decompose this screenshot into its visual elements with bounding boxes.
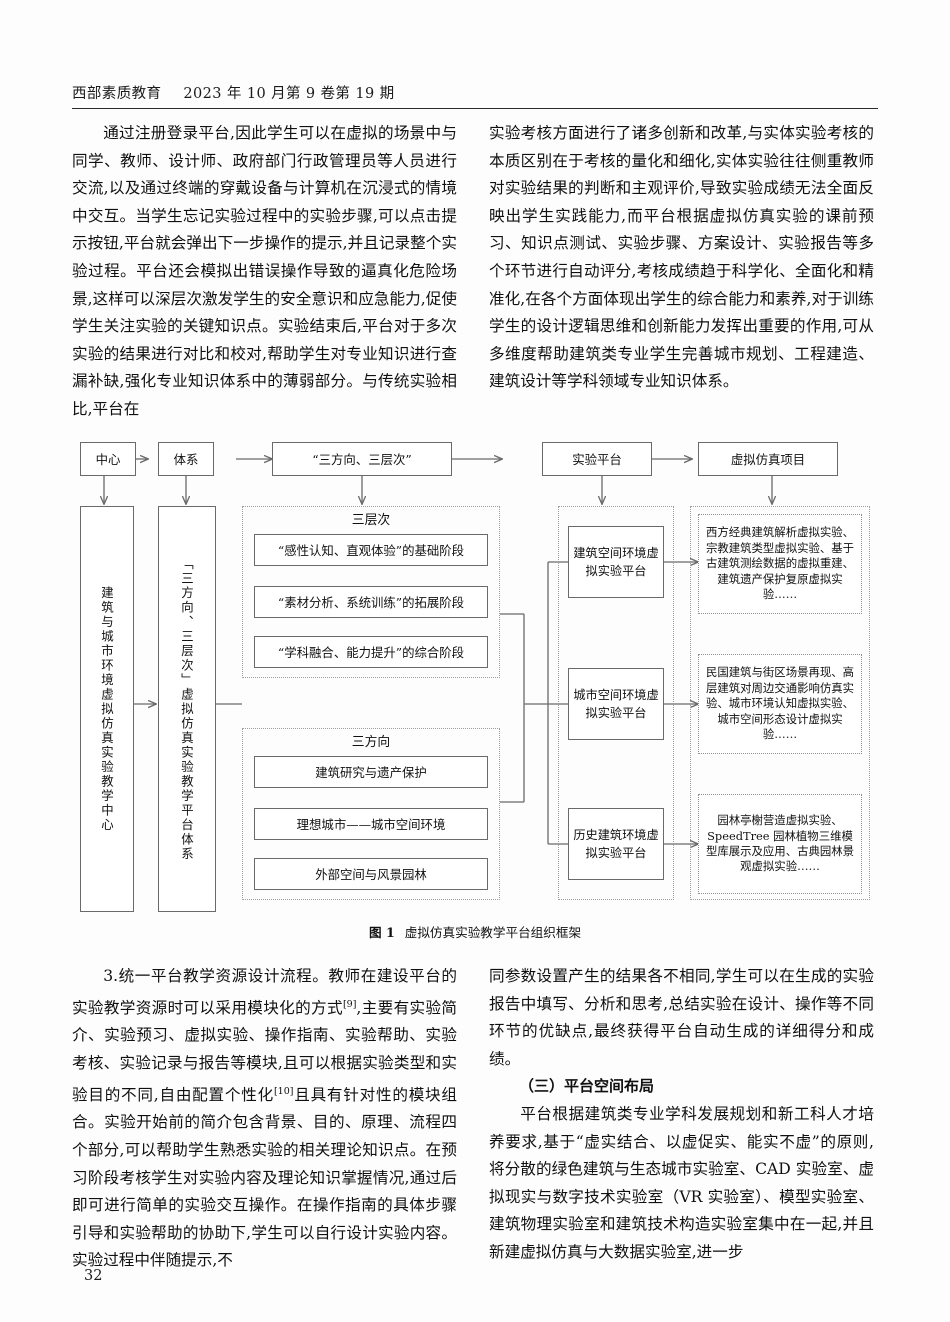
- diagram-node-direction-3: 外部空间与风景园林: [254, 858, 488, 890]
- text-segment-1: 3.统一平台教学资源设计流程。教师在建设平台的实验教学资源时可以采用模块化的方式: [72, 967, 457, 1017]
- paragraph-bottom-right-1: 同参数设置产生的结果各不相同,学生可以在生成的实验报告中填写、分析和思考,总结实…: [489, 967, 874, 1068]
- diagram-node-project-architecture: 西方经典建筑解析虚拟实验、宗教建筑类型虚拟实验、基于古建筑测绘数据的虚拟重建、建…: [698, 514, 862, 614]
- paragraph-top-right: 实验考核方面进行了诸多创新和改革,与实体实验考核的本质区别在于考核的量化和细化,…: [489, 124, 874, 391]
- node-label: 园林亭榭营造虚拟实验、SpeedTree 园林植物三维模型库展示及应用、古典园林…: [705, 813, 855, 874]
- diagram-node-system: 体系: [158, 442, 214, 476]
- node-label: 外部空间与风景园林: [315, 866, 427, 882]
- diagram-node-platform-urban: 城市空间环境虚拟实验平台: [568, 668, 664, 740]
- node-label: 「三方向、三层次」虚拟仿真实验教学平台体系: [179, 556, 195, 862]
- paragraph-bottom-left: 3.统一平台教学资源设计流程。教师在建设平台的实验教学资源时可以采用模块化的方式…: [72, 963, 457, 1275]
- node-label: 理想城市——城市空间环境: [296, 816, 446, 832]
- page-header: 西部素质教育 2023 年 10 月第 9 卷第 19 期: [72, 82, 878, 109]
- node-label: “三方向、三层次”: [312, 451, 412, 467]
- node-label: 体系: [173, 451, 199, 467]
- node-label: 实验平台: [572, 451, 622, 467]
- node-label: 中心: [95, 451, 121, 467]
- diagram-node-three-directions-levels: “三方向、三层次”: [272, 442, 452, 476]
- body-column-top-right: 实验考核方面进行了诸多创新和改革,与实体实验考核的本质区别在于考核的量化和细化,…: [489, 120, 874, 396]
- node-label: 建筑研究与遗产保护: [315, 764, 427, 780]
- diagram-node-platform-historic: 历史建筑环境虚拟实验平台: [568, 808, 664, 880]
- diagram-node-project-landscape: 园林亭榭营造虚拟实验、SpeedTree 园林植物三维模型库展示及应用、古典园林…: [698, 794, 862, 894]
- diagram-group-three-directions: 三方向: [242, 728, 500, 900]
- text-segment-2: ,主要有实验简介、实验预习、虚拟实验、操作指南、实验帮助、实验考核、实验记录与报…: [72, 998, 457, 1104]
- diagram-node-center: 中心: [80, 442, 136, 476]
- figure-diagram: 中心 体系 “三方向、三层次” 实验平台 虚拟仿真项目 建筑与城市环境虚拟仿真实…: [72, 432, 878, 952]
- diagram-node-direction-2: 理想城市——城市空间环境: [254, 808, 488, 840]
- node-label: “学科融合、能力提升”的综合阶段: [277, 644, 465, 660]
- paragraph-top-left: 通过注册登录平台,因此学生可以在虚拟的场景中与同学、教师、设计师、政府部门行政管…: [72, 124, 457, 418]
- node-label: 建筑空间环境虚拟实验平台: [573, 546, 659, 578]
- reference-marker-10: [10]: [273, 1085, 294, 1097]
- body-column-bottom-left: 3.统一平台教学资源设计流程。教师在建设平台的实验教学资源时可以采用模块化的方式…: [72, 963, 457, 1275]
- node-label: “感性认知、直观体验”的基础阶段: [277, 542, 465, 558]
- text-segment-3: 且具有针对性的模块组合。实验开始前的简介包含背景、目的、原理、流程四个部分,可以…: [72, 1085, 457, 1270]
- node-label: 历史建筑环境虚拟实验平台: [573, 828, 659, 860]
- issue-info: 2023 年 10 月第 9 卷第 19 期: [183, 86, 395, 102]
- reference-marker-9: [9]: [342, 998, 357, 1010]
- figure-caption-title: 虚拟仿真实验教学平台组织框架: [404, 925, 582, 940]
- figure-caption: 图 1 虚拟仿真实验教学平台组织框架: [72, 922, 878, 941]
- diagram-node-level-3: “学科融合、能力提升”的综合阶段: [254, 636, 488, 668]
- diagram-node-level-1: “感性认知、直观体验”的基础阶段: [254, 534, 488, 566]
- node-label: 西方经典建筑解析虚拟实验、宗教建筑类型虚拟实验、基于古建筑测绘数据的虚拟重建、建…: [705, 525, 855, 602]
- body-column-bottom-right: 同参数设置产生的结果各不相同,学生可以在生成的实验报告中填写、分析和思考,总结实…: [489, 963, 874, 1267]
- diagram-node-direction-1: 建筑研究与遗产保护: [254, 756, 488, 788]
- diagram-node-level-2: “素材分析、系统训练”的拓展阶段: [254, 586, 488, 618]
- paragraph-bottom-right-2: 平台根据建筑类专业学科发展规划和新工科人才培养要求,基于“虚实结合、以虚促实、能…: [489, 1104, 874, 1261]
- body-column-top-left: 通过注册登录平台,因此学生可以在虚拟的场景中与同学、教师、设计师、政府部门行政管…: [72, 120, 457, 424]
- diagram-node-experiment-platform: 实验平台: [542, 442, 652, 476]
- diagram-node-vr-projects: 虚拟仿真项目: [698, 442, 838, 476]
- node-label: 城市空间环境虚拟实验平台: [573, 688, 659, 720]
- node-label: 民国建筑与街区场景再现、高层建筑对周边交通影响仿真实验、城市环境认知虚拟实验、城…: [705, 665, 855, 742]
- diagram-node-system-full-name: 「三方向、三层次」虚拟仿真实验教学平台体系: [158, 506, 216, 912]
- figure-caption-number: 图 1: [368, 925, 395, 940]
- section-heading-platform-layout: （三）平台空间布局: [519, 1077, 655, 1096]
- diagram-node-platform-architecture: 建筑空间环境虚拟实验平台: [568, 526, 664, 598]
- diagram-group-platforms: [558, 506, 674, 900]
- group-title-three-levels: 三层次: [351, 513, 391, 528]
- diagram-node-project-urban: 民国建筑与街区场景再现、高层建筑对周边交通影响仿真实验、城市环境认知虚拟实验、城…: [698, 654, 862, 754]
- node-label: 建筑与城市环境虚拟仿真实验教学中心: [99, 585, 115, 833]
- journal-name: 西部素质教育: [72, 86, 162, 102]
- group-title-three-directions: 三方向: [351, 735, 391, 750]
- diagram-node-center-full-name: 建筑与城市环境虚拟仿真实验教学中心: [80, 506, 134, 912]
- page-number: 32: [84, 1268, 103, 1284]
- node-label: 虚拟仿真项目: [730, 451, 806, 467]
- diagram-group-three-levels: 三层次: [242, 506, 500, 678]
- node-label: “素材分析、系统训练”的拓展阶段: [277, 594, 465, 610]
